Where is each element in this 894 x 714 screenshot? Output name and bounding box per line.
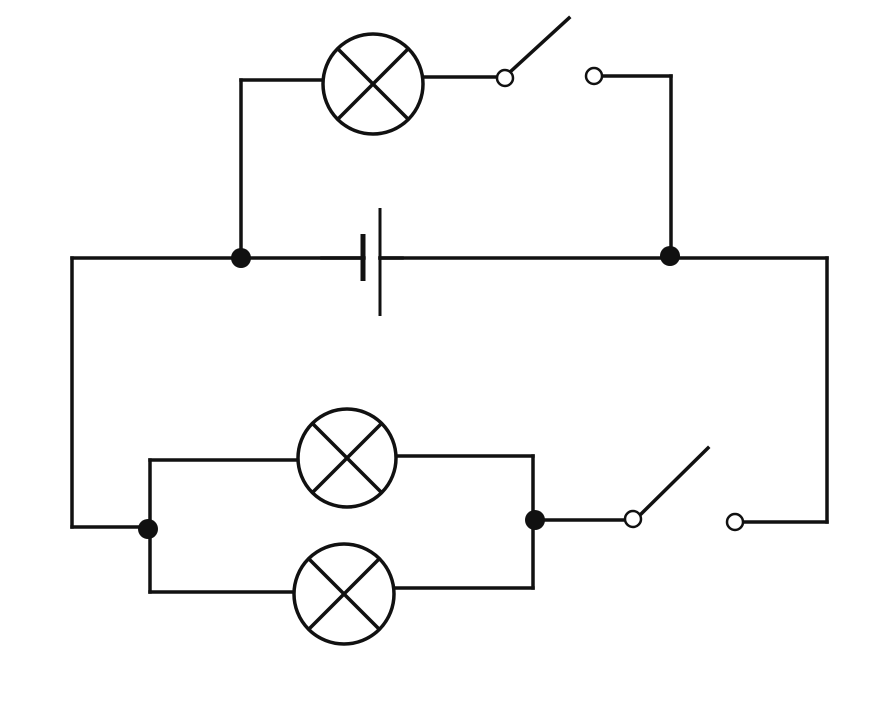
lamp-bottom-upper-icon (296, 407, 398, 509)
junctions (138, 246, 680, 539)
junction-dot-bottom-left (138, 519, 158, 539)
junction-dot-top-left (231, 248, 251, 268)
lamp-top-icon (321, 32, 425, 136)
junction-dot-bottom-right (525, 510, 545, 530)
wiring (70, 74, 829, 594)
battery-cell-icon (320, 208, 404, 316)
junction-dot-top-right (660, 246, 680, 266)
switch-top-icon (495, 15, 604, 88)
switch-bottom-icon (623, 445, 745, 532)
lamp-bottom-lower-icon (292, 542, 396, 646)
